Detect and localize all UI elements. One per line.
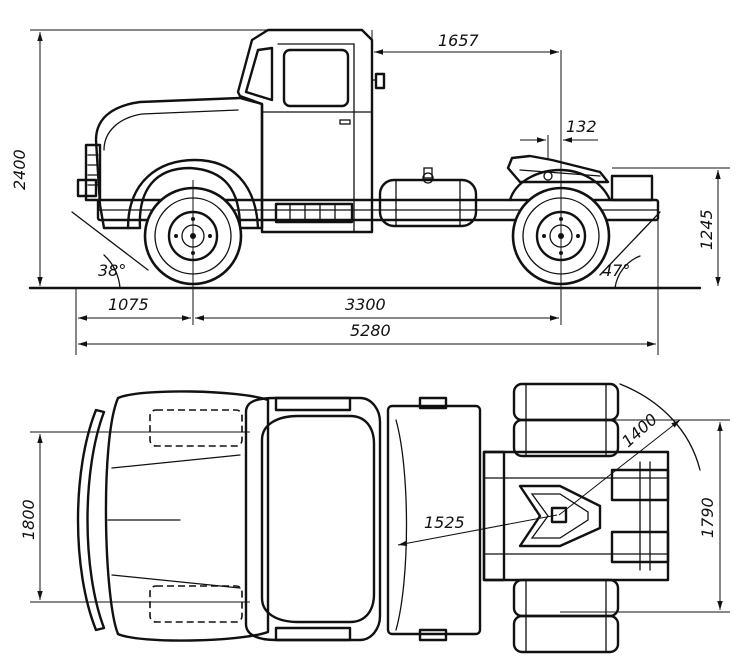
cab-top	[244, 396, 382, 642]
dim-rear-track: 1790	[698, 497, 717, 538]
trailer-radius-arc	[619, 383, 701, 471]
approach-angle-arc	[103, 254, 121, 289]
hood-and-fender	[94, 96, 264, 230]
rear-fender	[508, 168, 612, 202]
cab-roof	[260, 414, 376, 624]
side-view: 2400 1657 132 1245 38° 47° 1075 3300 528…	[10, 28, 730, 355]
fuel-tank-top	[386, 396, 482, 642]
side-mirror	[374, 72, 386, 90]
dim-wheelbase: 3300	[345, 295, 386, 314]
dim-coupling-height: 1245	[697, 209, 716, 250]
fuel-tank	[378, 167, 478, 228]
dim-cab-to-coupling: 1657	[438, 31, 480, 50]
dim-line-trailer-radius	[558, 419, 681, 516]
cab	[236, 28, 386, 234]
rear-frame-top	[482, 450, 670, 582]
dim-line-coupling-radius	[397, 514, 558, 546]
fifth-wheel-top	[518, 484, 602, 548]
windshield	[244, 46, 274, 102]
dim-approach-angle: 38°	[98, 261, 126, 280]
dim-front-overhang: 1075	[108, 295, 149, 314]
departure-angle-arc	[614, 255, 641, 289]
dim-overall-height: 2400	[10, 149, 29, 190]
dim-overall-length: 5280	[350, 321, 391, 340]
side-window	[282, 48, 350, 108]
approach-angle-line	[71, 211, 149, 271]
door-handle	[339, 119, 351, 125]
front-bumper-top	[76, 408, 106, 632]
dim-front-track: 1800	[19, 499, 38, 540]
dim-departure-angle: 47°	[602, 261, 630, 280]
front-fender-left	[149, 409, 243, 447]
departure-angle-line	[599, 211, 661, 276]
top-view: 1800 1790 1525 1400	[19, 382, 730, 654]
cab-door	[277, 43, 355, 233]
dim-coupling-radius: 1525	[424, 513, 465, 532]
cab-step	[274, 202, 354, 224]
turning-arc	[395, 419, 408, 631]
hood-top	[104, 390, 270, 642]
front-fender-right	[149, 585, 243, 623]
dim-trailer-radius: 1400	[618, 410, 661, 451]
dim-coupling-offset: 132	[566, 117, 597, 136]
